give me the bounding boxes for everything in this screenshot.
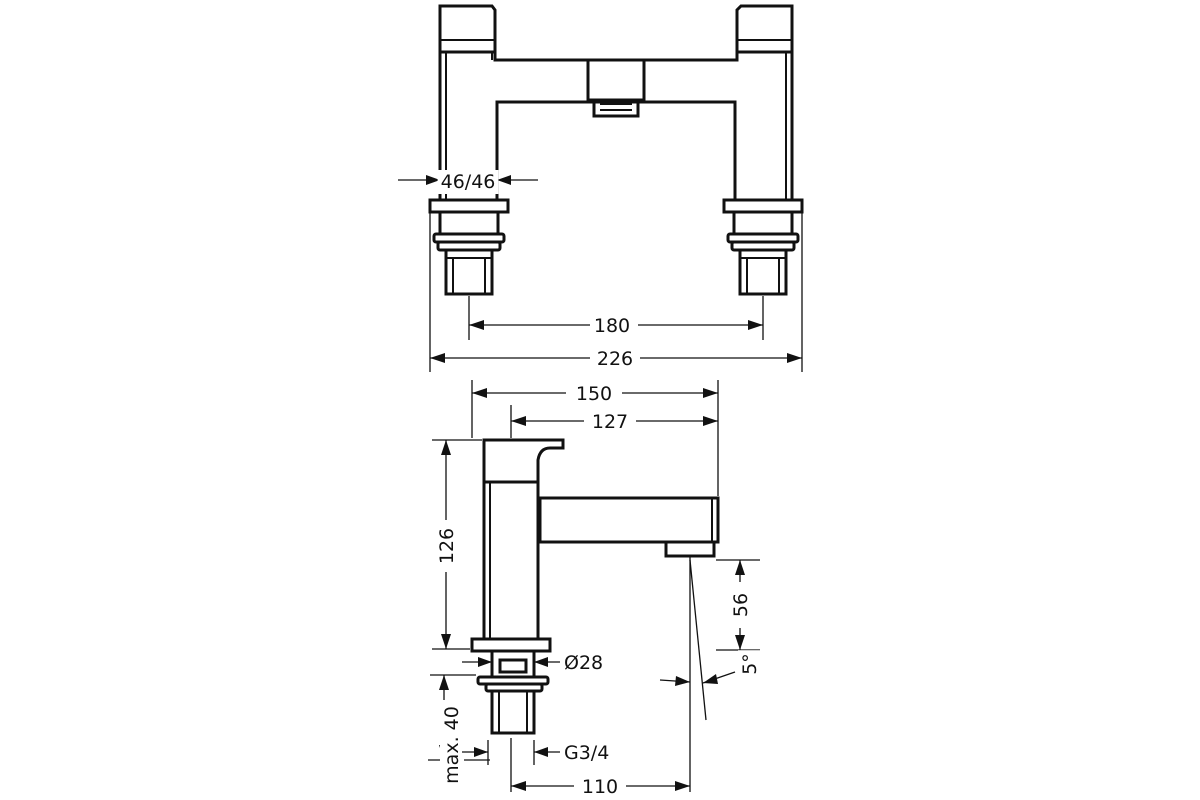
dim-label-spread: 110 — [582, 776, 618, 798]
right-fitting — [722, 198, 804, 296]
right-handle — [735, 4, 794, 54]
left-fitting — [428, 198, 510, 296]
dim-label-max-thickness: max. 40 — [441, 706, 463, 784]
front-view: 46/46 180 226 — [398, 4, 804, 372]
dim-max-thickness: max. 40 — [439, 675, 464, 787]
dim-label-centers: 180 — [594, 315, 630, 337]
dim-thread: G3/4 — [462, 741, 613, 765]
dim-handle-width: 46/46 — [398, 170, 538, 194]
dim-spout-clearance: 56 — [729, 560, 753, 650]
dim-projection-overall: 150 — [472, 382, 718, 406]
side-handle — [482, 438, 565, 484]
dim-label-projection-spout: 127 — [592, 411, 628, 433]
dim-label-overall-width: 226 — [597, 348, 633, 370]
side-body — [482, 480, 540, 641]
dim-angle: 5° — [659, 650, 762, 686]
dim-overall-width: 226 — [430, 347, 802, 371]
dim-diameter: Ø28 — [462, 651, 607, 675]
left-handle — [438, 4, 497, 54]
dim-projection-spout: 127 — [511, 410, 718, 434]
side-base — [470, 637, 552, 653]
dim-spread: 110 — [511, 775, 690, 799]
dim-label-handle-width: 46/46 — [441, 171, 496, 193]
dim-label-diameter: Ø28 — [564, 652, 603, 674]
dim-label-projection-overall: 150 — [576, 383, 612, 405]
spout-aerator — [664, 540, 716, 558]
dim-label-thread: G3/4 — [564, 742, 609, 764]
side-spout — [538, 496, 720, 544]
dim-centers: 180 — [469, 314, 763, 338]
dim-label-spout-clearance: 56 — [730, 593, 752, 617]
side-view: 150 127 126 56 — [428, 380, 762, 799]
dim-label-height: 126 — [436, 528, 458, 564]
dim-height: 126 — [435, 440, 459, 649]
center-spout — [586, 58, 646, 102]
dim-label-angle: 5° — [739, 653, 761, 675]
